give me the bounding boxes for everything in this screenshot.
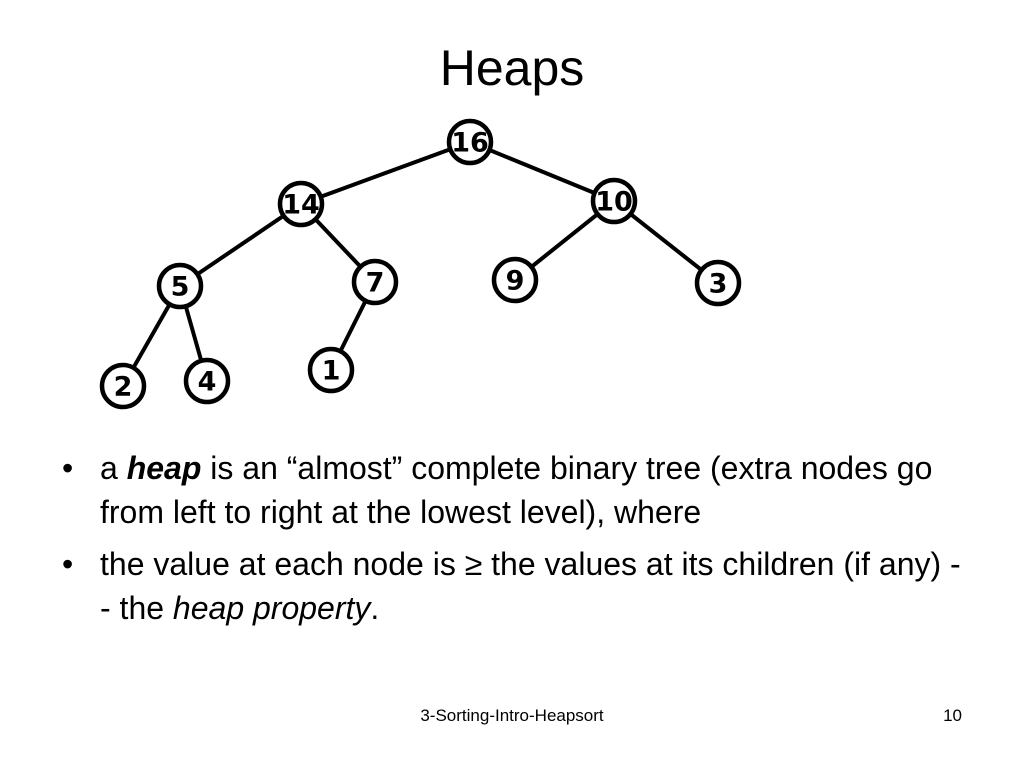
tree-edge-n16-n14: [299, 140, 472, 206]
tree-node-10: 10: [590, 177, 638, 225]
bullet-1-text: is an “almost” complete binary tree (ext…: [100, 450, 933, 530]
tree-node-label: 10: [595, 187, 633, 218]
tree-node-circle: [446, 118, 494, 166]
tree-node-5: 5: [156, 262, 204, 310]
bullet-heap-property: the value at each node is ≥ the values a…: [60, 542, 980, 630]
tree-node-circle: [307, 346, 355, 394]
tree-node-circle: [491, 256, 539, 304]
tree-node-label: 2: [114, 372, 133, 403]
tree-node-circle: [277, 180, 325, 228]
slide-title: Heaps: [439, 40, 585, 96]
term-heap: heap: [126, 450, 202, 486]
tree-node-label: 1: [322, 356, 341, 387]
tree-node-7: 7: [351, 258, 399, 306]
tree-node-circle: [183, 357, 231, 405]
tree-node-label: 16: [451, 128, 489, 159]
tree-node-4: 4: [183, 357, 231, 405]
tree-node-circle: [694, 259, 742, 307]
tree-edge-n16-n10: [468, 140, 616, 203]
tree-node-circle: [156, 262, 204, 310]
tree-node-label: 3: [709, 269, 728, 300]
tree-edge-n14-n5: [178, 202, 303, 288]
bullet-2-suffix: .: [370, 590, 380, 626]
tree-node-label: 9: [506, 266, 525, 297]
bullet-heap-definition: a heap is an “almost” complete binary tr…: [60, 446, 980, 534]
heap-tree-diagram: 16 14 10 5 7 9 3 2 4 1: [99, 118, 742, 410]
tree-node-circle: [590, 177, 638, 225]
tree-node-16: 16: [446, 118, 494, 166]
tree-node-label: 14: [282, 190, 320, 221]
bullet-list: a heap is an “almost” complete binary tr…: [60, 446, 980, 638]
tree-node-label: 7: [366, 268, 385, 299]
tree-node-circle: [351, 258, 399, 306]
tree-node-1: 1: [307, 346, 355, 394]
tree-node-3: 3: [694, 259, 742, 307]
term-heap-property: heap property: [172, 590, 371, 626]
tree-node-14: 14: [277, 180, 325, 228]
tree-node-circle: [99, 362, 147, 410]
tree-node-2: 2: [99, 362, 147, 410]
bullet-1-prefix: a: [100, 450, 127, 486]
tree-node-9: 9: [491, 256, 539, 304]
tree-node-label: 4: [198, 367, 217, 398]
footer-text: 3-Sorting-Intro-Heapsort: [420, 706, 604, 725]
page-number: 10: [943, 706, 962, 725]
bullet-2-text: the value at each node is ≥ the values a…: [100, 546, 961, 626]
tree-node-label: 5: [171, 272, 190, 303]
